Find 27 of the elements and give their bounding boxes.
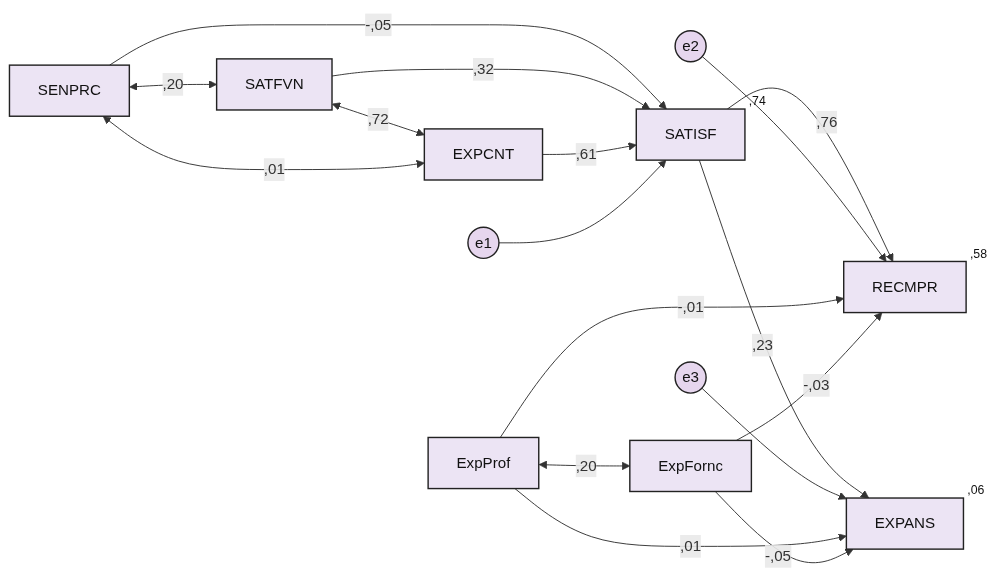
edge-label: ,23 <box>751 336 774 353</box>
edge-label: ,72 <box>367 110 389 127</box>
edge-label: ,76 <box>816 113 838 130</box>
node-box: SATISF <box>635 108 746 161</box>
edge-label: ,61 <box>575 145 597 162</box>
edge-label: ,32 <box>472 60 494 77</box>
edge-label: -,05 <box>365 16 392 33</box>
node-box: SATFVN <box>215 58 333 111</box>
edge-label: -,03 <box>803 376 830 393</box>
edge-label: ,20 <box>162 75 184 92</box>
node-box: ExpProf <box>427 436 540 490</box>
node-box: SENPRC <box>8 64 131 117</box>
node-box: EXPCNT <box>423 128 544 181</box>
node-circle: e2 <box>674 29 707 63</box>
node-box: EXPANS <box>845 497 965 550</box>
r-squared-value: ,74 <box>748 94 766 109</box>
edge-label: -,01 <box>677 298 704 315</box>
edge-label: ,20 <box>575 457 597 474</box>
node-box: ExpFornc <box>629 439 753 493</box>
node-box: RECMPR <box>843 260 967 314</box>
edge-label: ,01 <box>263 160 285 178</box>
edge-label: ,01 <box>680 537 702 554</box>
r-squared-value: ,58 <box>969 246 987 261</box>
r-squared-value: ,06 <box>967 483 985 498</box>
node-circle: e1 <box>467 226 500 259</box>
node-circle: e3 <box>674 361 707 394</box>
edge-label: -,05 <box>764 547 792 564</box>
